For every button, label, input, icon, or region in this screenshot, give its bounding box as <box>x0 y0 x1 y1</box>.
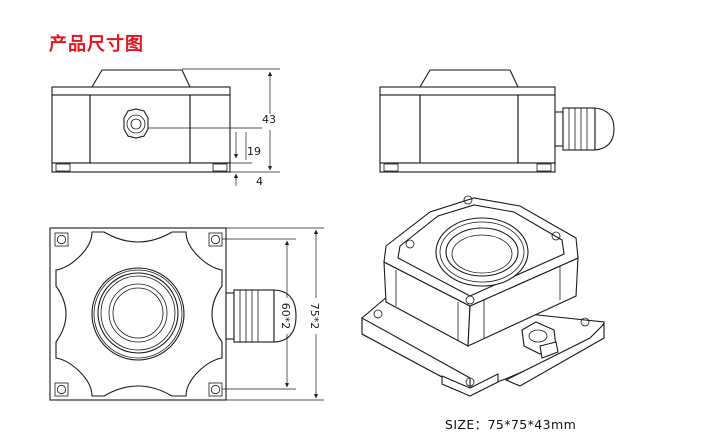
size-caption: SIZE：75*75*43mm <box>445 417 577 432</box>
dim-height-mid: 19 <box>247 145 261 158</box>
side-cable-gland <box>554 107 615 151</box>
dim-mount-hole-spacing: 60*2 <box>279 303 292 330</box>
dim-height-total: 43 <box>262 113 276 126</box>
mounting-holes <box>54 232 223 397</box>
dim-base-thickness: 4 <box>256 175 263 188</box>
page-title: 产品尺寸图 <box>49 34 144 55</box>
cable-gland <box>123 108 149 139</box>
side-view <box>379 69 615 173</box>
top-view <box>49 227 324 401</box>
front-view <box>51 68 280 186</box>
iso-cable-gland <box>521 321 559 359</box>
dim-body-width: 75*2 <box>308 303 321 330</box>
isometric-view <box>361 195 605 397</box>
